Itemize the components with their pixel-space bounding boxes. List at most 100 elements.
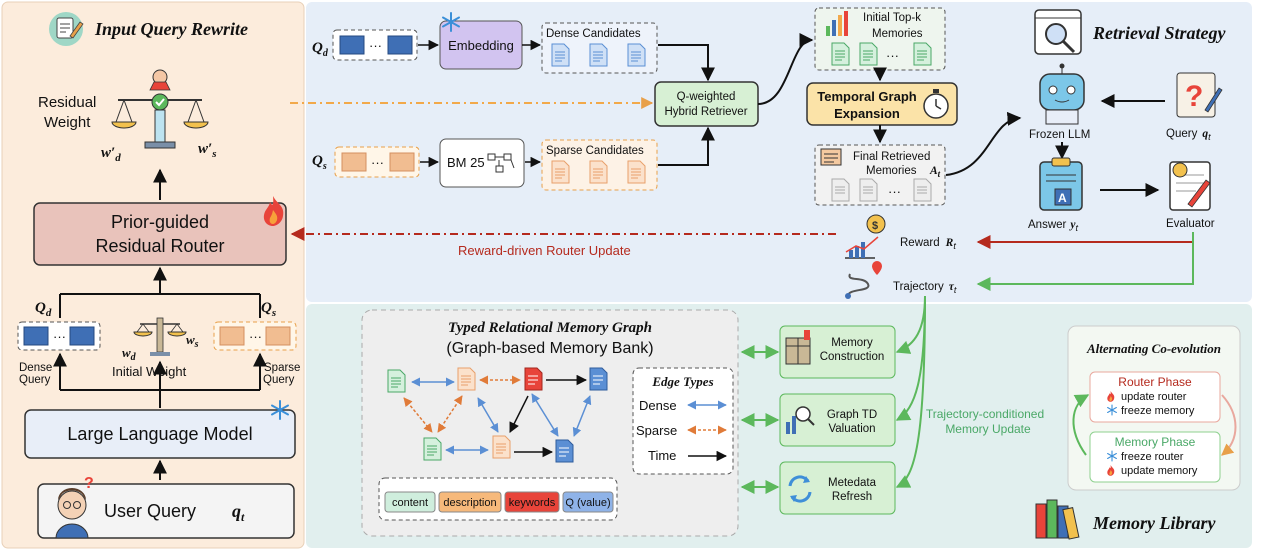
top-qs-label: Qs xyxy=(312,153,327,172)
memory-graph-subtitle: (Graph-based Memory Bank) xyxy=(446,340,653,357)
topk-label-1: Initial Top-k xyxy=(863,12,921,24)
top-sparse-ellipsis: ··· xyxy=(371,155,384,170)
topk-label-2: Memories xyxy=(872,28,923,40)
hybrid-retriever-box xyxy=(654,81,759,127)
reward-chart-icon: $ xyxy=(845,214,886,259)
topk-doc-3 xyxy=(913,42,932,66)
evaluator-label: Evaluator xyxy=(1166,218,1215,230)
final-doc-1 xyxy=(831,178,850,202)
magnifier-window-icon xyxy=(1034,9,1082,55)
clipboard-answer-icon: A xyxy=(1039,157,1083,211)
dense-doc-1 xyxy=(551,43,570,67)
graph-node-7 xyxy=(555,439,574,463)
final-label-1: Final Retrieved xyxy=(853,151,930,163)
final-at-sub: t xyxy=(938,169,941,179)
temporal-label-1: Temporal Graph xyxy=(817,89,917,104)
tag-q-value-label: Q (value) xyxy=(565,497,610,509)
graph-node-3 xyxy=(524,367,543,391)
topk-doc-2 xyxy=(859,42,878,66)
sparse-query-label-2: Query xyxy=(263,374,295,386)
user-qt-sub: t xyxy=(241,510,245,524)
final-memories-icon xyxy=(820,148,842,166)
residual-weight-label-2: Weight xyxy=(44,114,91,131)
co-evolution-title: Alternating Co-evolution xyxy=(1086,341,1221,356)
input-rewrite-title: Input Query Rewrite xyxy=(94,19,248,39)
memory-update-label-1: Trajectory-conditioned xyxy=(926,407,1044,421)
dense-doc-3 xyxy=(627,43,646,67)
bm25-label: BM 25 xyxy=(447,155,485,170)
dense-query-vector: ··· xyxy=(17,321,101,351)
evaluator-icon xyxy=(1169,161,1211,211)
residual-weight-label-1: Residual xyxy=(38,94,96,111)
topk-chart-icon xyxy=(826,11,848,36)
retrieval-panel xyxy=(306,2,1252,302)
hybrid-label-2: Hybrid Retriever xyxy=(664,106,747,118)
temporal-expansion-box xyxy=(806,82,958,126)
tag-q-value: Q (value) xyxy=(562,491,614,513)
user-query-box xyxy=(37,483,295,539)
top-sparse-query-vector: ··· xyxy=(334,146,420,178)
top-qs-sub: s xyxy=(322,161,327,172)
memory-graph-title: Typed Relational Memory Graph xyxy=(448,320,652,336)
graph-node-6 xyxy=(492,435,511,459)
balance-scale-icon xyxy=(111,69,209,149)
w-d-prime-sub: d xyxy=(115,152,121,164)
dense-query-label-1: Dense xyxy=(19,362,52,374)
initial-weight-scale-icon xyxy=(133,317,187,356)
memory-phase-title: Memory Phase xyxy=(1115,435,1196,449)
evaluator-to-trajectory-arrow xyxy=(976,232,1194,291)
final-doc-3 xyxy=(913,178,932,202)
left-qd-label: Qd xyxy=(35,300,52,319)
memory-update-label-2: Memory Update xyxy=(945,422,1031,436)
top-qd-symbol: Q xyxy=(312,40,323,56)
hybrid-label-1: Q-weighted xyxy=(677,91,736,103)
router-phase-item-2: freeze memory xyxy=(1121,405,1195,417)
tag-content-label: content xyxy=(392,497,428,509)
reward-label: Reward xyxy=(900,237,940,249)
user-query-label: User Query xyxy=(104,501,196,521)
router-label-1: Prior-guided xyxy=(111,212,209,232)
valuation-icon xyxy=(786,406,815,434)
left-qd-symbol: Q xyxy=(35,300,46,316)
trajectory-tau-symbol: τ xyxy=(949,281,955,293)
final-ellipsis: ··· xyxy=(888,184,901,199)
edge-types-legend xyxy=(632,367,734,475)
sparse-query-label-1: Sparse xyxy=(264,362,300,374)
initial-wd-label: wd xyxy=(122,345,137,363)
reward-dollar-glyph: $ xyxy=(872,220,878,232)
sparse-query-vector: ··· xyxy=(213,321,297,351)
router-phase-title: Router Phase xyxy=(1118,375,1192,389)
sparse-doc-1 xyxy=(551,160,570,184)
router-phase-item-1: update router xyxy=(1121,391,1187,403)
memory-library-title: Memory Library xyxy=(1092,513,1216,533)
top-dense-ellipsis: ··· xyxy=(369,38,382,53)
retrieval-strategy-title: Retrieval Strategy xyxy=(1092,23,1226,43)
graph-node-2 xyxy=(457,367,476,391)
coevo-cycle-left xyxy=(1072,394,1090,456)
query-label: Query xyxy=(1166,128,1198,140)
w-s-prime-sub: s xyxy=(211,148,216,160)
graph-node-1 xyxy=(387,369,406,393)
llm-output-lines xyxy=(53,352,267,408)
residual-router-box xyxy=(33,202,287,266)
initial-weight-label: Initial Weight xyxy=(112,364,187,379)
memory-phase-box xyxy=(1089,431,1221,483)
final-to-llm-arrow xyxy=(945,111,1022,176)
sparse-doc-3 xyxy=(627,160,646,184)
w-d-prime-label: w′d xyxy=(101,145,121,164)
tag-description: description xyxy=(438,491,502,513)
trajectory-update-arrows xyxy=(895,295,926,488)
w-s-prime-label: w′s xyxy=(198,141,217,160)
initial-ws-symbol: w xyxy=(186,332,195,347)
query-qt-symbol: q xyxy=(1202,128,1208,140)
final-doc-2 xyxy=(859,178,878,202)
embedding-label: Embedding xyxy=(448,38,514,53)
sparse-candidates-label: Sparse Candidates xyxy=(546,145,644,157)
left-qs-symbol: Q xyxy=(261,300,272,316)
hybrid-to-topk-arrow xyxy=(757,33,814,105)
w-d-prime-symbol: w′ xyxy=(101,145,115,161)
left-qd-sub: d xyxy=(46,307,52,319)
left-qs-label: Qs xyxy=(261,300,276,319)
